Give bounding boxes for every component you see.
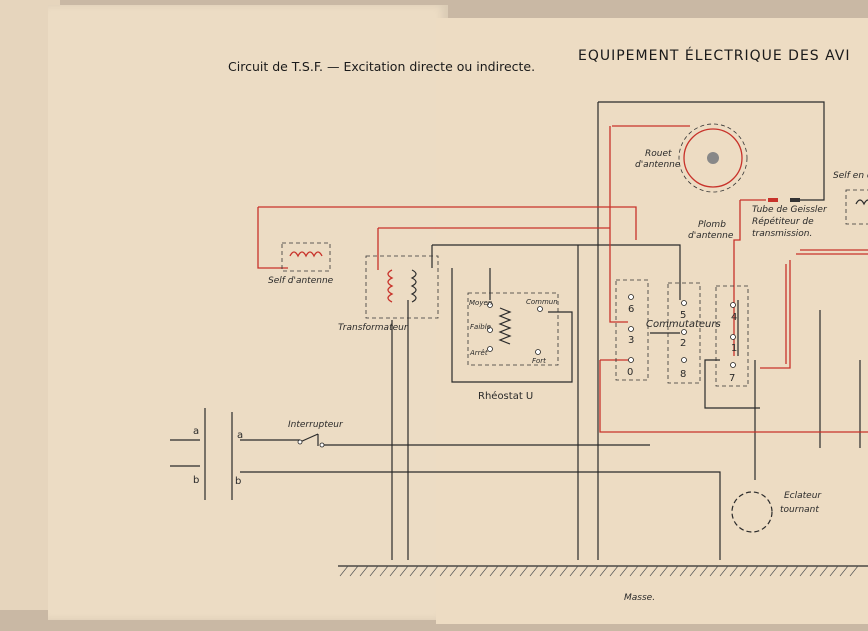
terminal-1 (730, 334, 736, 340)
rouet-label-1: Rouet (645, 149, 672, 159)
terminal-4-label: 4 (731, 312, 737, 323)
geissler-label-2: Répétiteur de (752, 216, 814, 227)
eclateur-label-1: Eclateur (784, 491, 822, 501)
switch-terminal-2 (319, 442, 325, 448)
left-page (48, 5, 448, 620)
rheostat-moyen-label: Moyen (469, 299, 492, 307)
terminal-7 (730, 362, 736, 368)
commutator-box-3 (715, 285, 749, 387)
transformer-secondary-coil (410, 269, 417, 303)
commutateurs-label: Commutateurs (646, 319, 721, 330)
terminal-0-label: 0 (627, 367, 633, 378)
eclateur-label-2: tournant (780, 505, 819, 515)
rheostat-terminal-faible (487, 327, 493, 333)
terminal-5 (681, 300, 687, 306)
antenna-reel-hub (707, 152, 719, 164)
b-left-label: b (193, 475, 199, 486)
plomb-label-2: d'antenne (688, 231, 734, 241)
ground-hatch (338, 565, 868, 577)
geissler-tube-end (790, 198, 800, 202)
rouet-label-2: d'antenne (635, 160, 681, 170)
geissler-tube (768, 198, 778, 202)
rheostat-commun-label: Commun (526, 298, 558, 306)
terminal-2-label: 2 (680, 338, 686, 349)
terminal-1-label: 1 (731, 343, 737, 354)
a-right-label: a (237, 430, 243, 441)
antenna-reel (683, 128, 743, 188)
rheostat-resistor (498, 307, 512, 345)
terminal-2 (681, 329, 687, 335)
rheostat-faible-label: Faible (470, 323, 491, 331)
terminal-8 (681, 357, 687, 363)
switch-terminal-1 (297, 439, 303, 445)
b-right-label: b (235, 476, 241, 487)
plomb-label-1: Plomb (698, 220, 726, 230)
rheostat-terminal-fort (535, 349, 541, 355)
rheostat-label: Rhéostat U (478, 390, 533, 402)
masse-label: Masse. (624, 593, 655, 603)
geissler-label-3: transmission. (752, 229, 812, 239)
switch (299, 433, 319, 446)
terminal-3 (628, 326, 634, 332)
self-antenne-label: Self d'antenne (268, 276, 334, 286)
terminal-8-label: 8 (680, 369, 686, 380)
terminal-4 (730, 302, 736, 308)
terminal-5-label: 5 (680, 310, 686, 321)
terminal-3-label: 3 (628, 335, 634, 346)
rheostat-terminal-arret (487, 346, 493, 352)
rheostat-arret-label: Arrêt (469, 349, 488, 357)
transformateur-label: Transformateur (338, 323, 409, 333)
terminal-6-label: 6 (628, 304, 634, 315)
transformer-box (365, 255, 439, 319)
commutator-box-1 (615, 279, 649, 381)
a-left-label: a (193, 426, 199, 437)
terminal-6 (628, 294, 634, 300)
red-wiring (257, 125, 868, 433)
diagram-title: Circuit de T.S.F. — Excitation directe o… (228, 59, 535, 74)
terminal-7-label: 7 (729, 373, 735, 384)
terminal-0 (628, 357, 634, 363)
interrupteur-label: Interrupteur (288, 420, 344, 430)
rotary-spark-gap (731, 491, 773, 533)
self-en-coil (855, 199, 868, 206)
transformer-primary-coil (387, 269, 394, 303)
rheostat-box (467, 292, 559, 366)
geissler-label-1: Tube de Geissler (752, 205, 828, 215)
commutator-box-2 (667, 282, 701, 384)
self-en-box (845, 189, 868, 225)
rheostat-terminal-commun (537, 306, 543, 312)
self-en-label: Self en d (833, 171, 868, 181)
black-wiring (170, 101, 861, 560)
self-antenne-coil (289, 251, 323, 258)
page-header: EQUIPEMENT ÉLECTRIQUE DES AVI (578, 47, 851, 64)
antenna-reel-outline (678, 123, 748, 193)
self-antenne-box (281, 242, 331, 272)
rheostat-fort-label: Fort (532, 357, 546, 365)
rheostat-terminal-moyen (487, 302, 493, 308)
